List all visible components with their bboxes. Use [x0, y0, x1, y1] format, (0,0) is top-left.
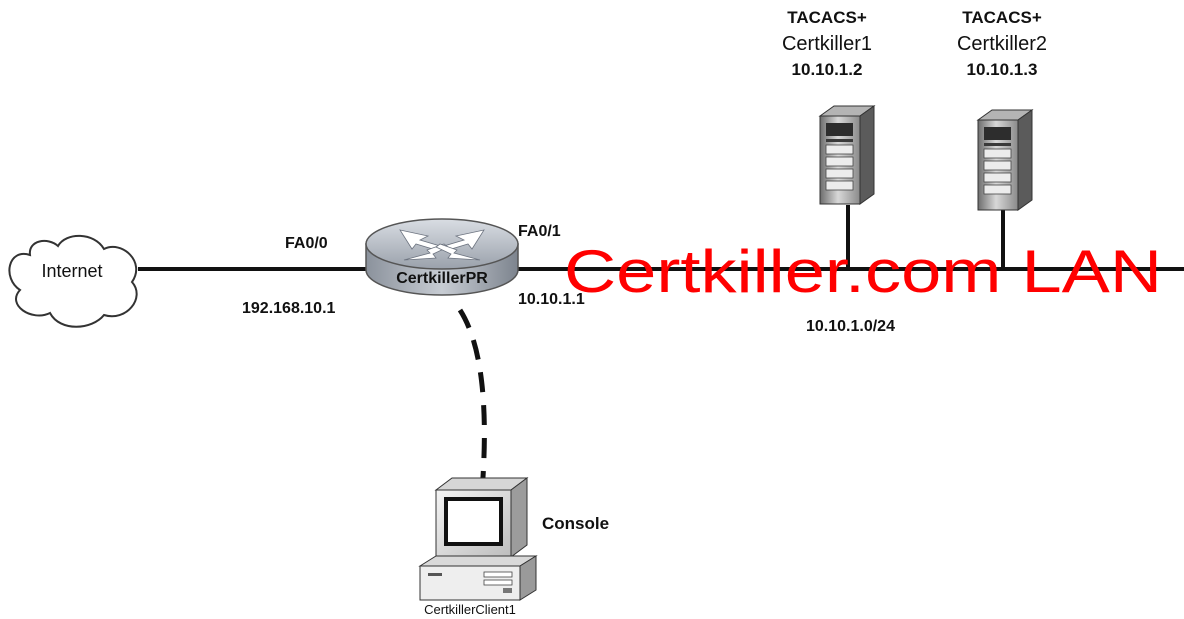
router-left-ip: 192.168.10.1 — [242, 300, 336, 317]
internet-label: Internet — [41, 261, 102, 281]
router-icon — [365, 218, 519, 296]
server2-name: Certkiller2 — [957, 33, 1047, 55]
console-link — [457, 308, 487, 493]
server2-type: TACACS+ — [962, 8, 1042, 27]
client-name: CertkillerClient1 — [424, 602, 516, 617]
server1-ip: 10.10.1.2 — [792, 60, 863, 79]
router-right-ip: 10.10.1.1 — [518, 291, 585, 308]
lan-watermark: Certkiller.com LAN — [564, 238, 1162, 305]
cloud-icon — [8, 234, 138, 328]
lan-subnet: 10.10.1.0/24 — [806, 318, 895, 335]
workstation-icon — [418, 477, 538, 601]
router-left-interface: FA0/0 — [285, 235, 328, 252]
server2-ip: 10.10.1.3 — [967, 60, 1038, 79]
server1-type: TACACS+ — [787, 8, 867, 27]
server-icon — [818, 105, 876, 205]
server1-name: Certkiller1 — [782, 33, 872, 55]
console-label: Console — [542, 514, 609, 533]
router-right-interface: FA0/1 — [518, 223, 561, 240]
server-icon — [976, 109, 1034, 211]
router-name: CertkillerPR — [396, 270, 488, 287]
